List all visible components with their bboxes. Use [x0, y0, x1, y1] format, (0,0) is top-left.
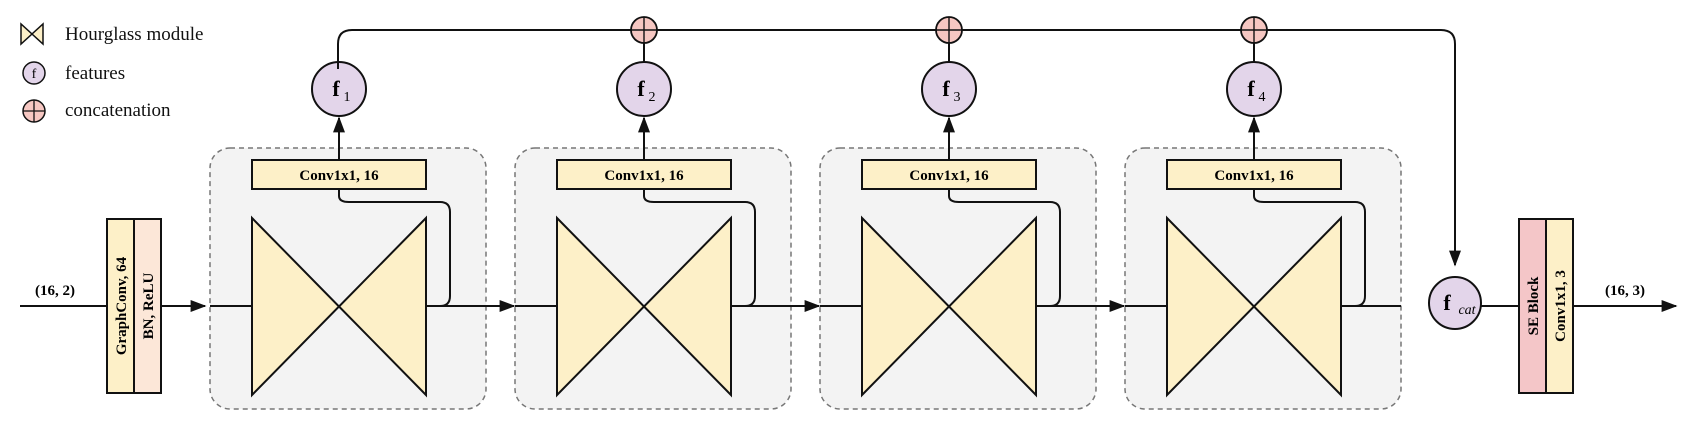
output-conv-block: Conv1x1, 3 [1545, 218, 1574, 394]
feature-main: f [942, 76, 950, 101]
graphconv-block: GraphConv, 64 [106, 218, 135, 394]
feature-main: f [637, 76, 645, 101]
feature-sub: 1 [344, 90, 351, 105]
legend: Hourglass module f features concatenatio… [20, 22, 203, 123]
output-conv-label: Conv1x1, 3 [1553, 270, 1569, 342]
concat-node-2 [935, 16, 963, 44]
legend-hourglass-label: Hourglass module [65, 24, 203, 45]
svg-text:f: f [1443, 290, 1451, 315]
feature-cat-node: f cat [1428, 276, 1482, 330]
conv1x1-block: Conv1x1, 16 [1166, 159, 1342, 190]
feature-sub: 4 [1259, 90, 1266, 105]
feature-sub: 3 [954, 90, 961, 105]
conv1x1-label: Conv1x1, 16 [1214, 168, 1294, 184]
feature-cat-sub: cat [1458, 303, 1476, 318]
conv1x1-block: Conv1x1, 16 [861, 159, 1037, 190]
feature-cat-main: f [1443, 290, 1451, 315]
skip-connection-line [948, 189, 1061, 307]
legend-hourglass-icon [20, 22, 44, 46]
conv1x1-label: Conv1x1, 16 [604, 168, 684, 184]
skip-connection-line [643, 189, 756, 307]
skip-connection-line [338, 189, 451, 307]
conv1x1-block: Conv1x1, 16 [556, 159, 732, 190]
legend-features-symbol: f [32, 67, 37, 82]
legend-features-label: features [65, 63, 125, 84]
feature-sub: 2 [649, 90, 656, 105]
legend-concat-icon [22, 99, 46, 123]
conv1x1-label: Conv1x1, 16 [299, 168, 379, 184]
se-block: SE Block [1518, 218, 1547, 394]
output-shape-label: (16, 3) [1605, 283, 1645, 299]
legend-concat-label: concatenation [65, 100, 171, 121]
feature-main: f [332, 76, 340, 101]
concat-nodes [630, 16, 1268, 62]
concat-node-3 [1240, 16, 1268, 44]
graphconv-label: GraphConv, 64 [114, 256, 130, 355]
legend-features-icon: f [22, 61, 46, 85]
feature-main: f [1247, 76, 1255, 101]
skip-connection-line [1253, 189, 1366, 307]
conv1x1-block: Conv1x1, 16 [251, 159, 427, 190]
bn-relu-label: BN, ReLU [141, 273, 157, 340]
concat-node-1 [630, 16, 658, 44]
bn-relu-block: BN, ReLU [133, 218, 162, 394]
concat-bus-line [337, 29, 1461, 267]
input-shape-label: (16, 2) [35, 283, 75, 299]
se-block-label: SE Block [1526, 276, 1542, 335]
conv1x1-label: Conv1x1, 16 [909, 168, 989, 184]
